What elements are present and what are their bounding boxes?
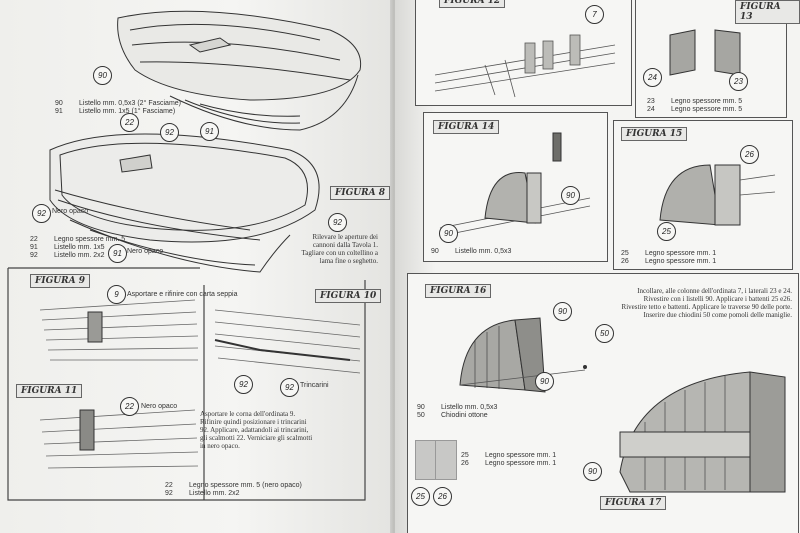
figura-16-label: FIGURA 16 (425, 284, 492, 298)
fig12-callout-7: 7 (585, 5, 604, 24)
fig14-callout-90b: 90 (439, 224, 458, 243)
figura-16-instructions: Incollare, alle colonne dell'ordinata 7,… (621, 287, 792, 319)
figura-14-drawing (439, 132, 591, 237)
fig15-callout-25: 25 (657, 222, 676, 241)
callout-92-fig10a: 92 (234, 375, 253, 394)
book-gutter (390, 0, 398, 533)
figura-17-drawing (619, 371, 786, 493)
fig16-callout-50: 50 (595, 324, 614, 343)
callout-92-right: 92 (328, 213, 347, 232)
callout-22: 22 (120, 113, 139, 132)
fig11-nero-opaco: Nero opaco (141, 403, 178, 410)
callout-92-fig10b: 92 (280, 378, 299, 397)
left-instructions: Asportare le corna dell'ordinata 9. Rifi… (200, 410, 313, 450)
fig16-callout-90a: 90 (553, 302, 572, 321)
fig14-callout-90a: 90 (561, 186, 580, 205)
figura-13-label: FIGURA 13 (735, 0, 800, 24)
fig15-callout-26: 26 (740, 145, 759, 164)
figura-9-label: FIGURA 9 (30, 274, 90, 288)
figura-12-label: FIGURA 12 (439, 0, 506, 8)
hull-drawing (7, 10, 366, 501)
callout-92: 92 (160, 123, 179, 142)
figura-9-note: Asportare e rifinire con carta seppia (127, 291, 238, 298)
figura-13-drawing (669, 29, 741, 76)
figura-15-label: FIGURA 15 (621, 127, 688, 141)
fig13-callout-24: 24 (643, 68, 662, 87)
callout-91-bottom: 91 (108, 244, 127, 263)
sheet-swatch-25 (415, 440, 437, 480)
callout-9: 9 (107, 285, 126, 304)
figura-11-label: FIGURA 11 (16, 384, 83, 398)
fig13-callout-23: 23 (729, 72, 748, 91)
callout-90: 90 (93, 66, 112, 85)
figura-12-drawing (434, 34, 616, 98)
figura-8-label: FIGURA 8 (330, 186, 390, 200)
figura-17-label: FIGURA 17 (600, 496, 667, 510)
callout-92-left: 92 (32, 204, 51, 223)
sheet-callout-25: 25 (411, 487, 430, 506)
nero-opaco-label-bottom: Nero opaco (127, 248, 164, 255)
sheet-swatch-26 (435, 440, 457, 480)
trincarini-label: Trincarini (300, 382, 329, 389)
callout-22-fig11: 22 (120, 397, 139, 416)
figura-8-note: Rilevare le aperture dei cannoni dalla T… (301, 233, 378, 265)
fig17-callout-90: 90 (583, 462, 602, 481)
figura-10-label: FIGURA 10 (315, 289, 382, 303)
fig16-callout-90b: 90 (535, 372, 554, 391)
figura-14-label: FIGURA 14 (433, 120, 500, 134)
sheet-callout-26: 26 (433, 487, 452, 506)
nero-opaco-label-left: Nero opaco (52, 208, 89, 215)
callout-91: 91 (200, 122, 219, 141)
figura-15-drawing (659, 164, 776, 226)
